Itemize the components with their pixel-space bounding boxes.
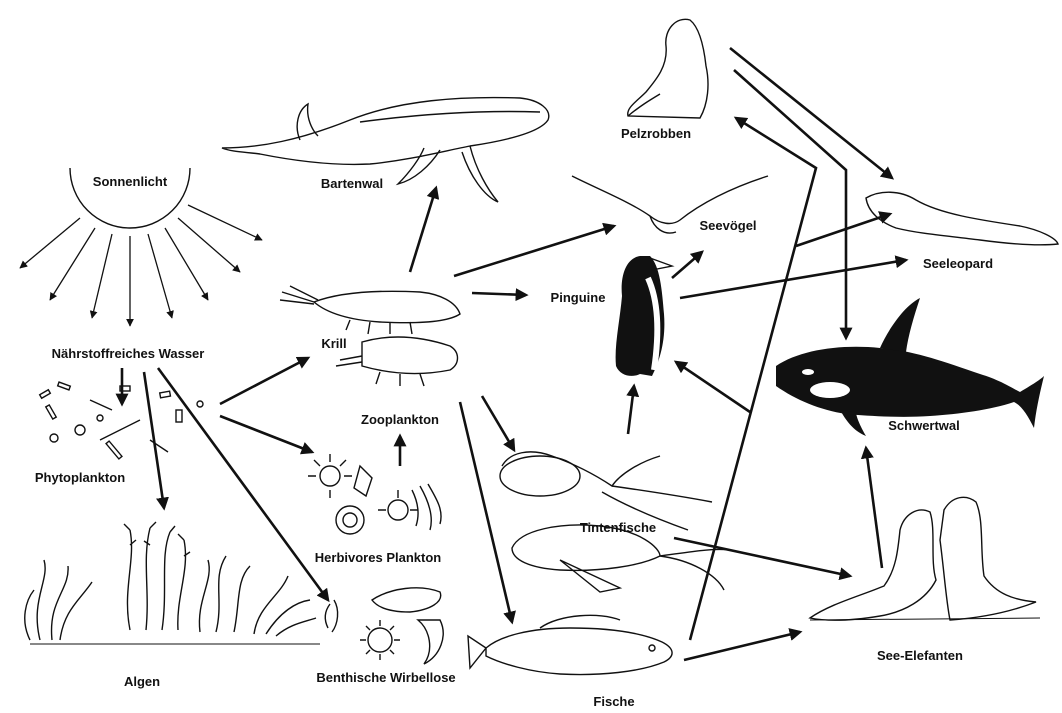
label-phytoplankton: Phytoplankton (35, 470, 125, 485)
herbivorous-plankton-illustration (308, 454, 441, 534)
food-web-arrows (122, 48, 906, 660)
label-orca: Schwertwal (888, 418, 960, 433)
label-nutrient-water: Nährstoffreiches Wasser (52, 346, 205, 361)
krill-illustration (280, 286, 460, 386)
baleen-whale-illustration (222, 98, 549, 202)
label-penguins: Pinguine (551, 290, 606, 305)
label-squid: Tintenfische (580, 520, 656, 535)
label-seabirds: Seevögel (699, 218, 756, 233)
algae-illustration (25, 522, 320, 644)
label-elephant-seals: See-Elefanten (877, 648, 963, 663)
benthic-invertebrates-illustration (325, 588, 443, 664)
label-herbivorous-plankton: Herbivores Plankton (315, 550, 441, 565)
label-baleen-whale: Bartenwal (321, 176, 383, 191)
fish-illustration (468, 615, 672, 674)
label-zooplankton: Zooplankton (361, 412, 439, 427)
label-leopard-seal: Seeleopard (923, 256, 993, 271)
penguin-illustration (616, 256, 672, 376)
elephant-seals-illustration (810, 497, 1040, 620)
leopard-seal-illustration (866, 192, 1058, 245)
label-fur-seals: Pelzrobben (621, 126, 691, 141)
label-sunlight: Sonnenlicht (93, 174, 168, 189)
label-krill: Krill (321, 336, 346, 351)
label-fish: Fische (593, 694, 634, 709)
orca-illustration (776, 298, 1044, 436)
label-algae: Algen (124, 674, 160, 689)
sun-illustration (20, 168, 262, 326)
label-benthic-invertebrates: Benthische Wirbellose (316, 670, 455, 685)
fur-seals-illustration (628, 19, 708, 118)
